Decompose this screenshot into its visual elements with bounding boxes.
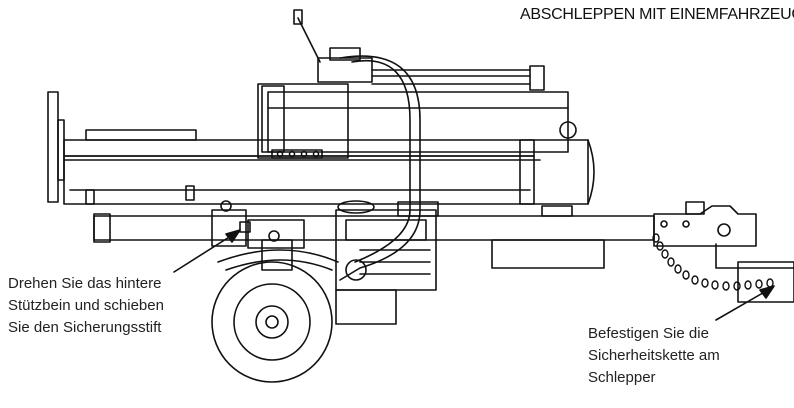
- callout-safety-chain: Befestigen Sie die Sicherheitskette am S…: [588, 323, 720, 389]
- callout-line: Stützbein und schieben: [8, 297, 164, 314]
- axle-fender: [217, 239, 339, 271]
- push-plate: [47, 91, 65, 203]
- frame-tongue: [93, 205, 655, 269]
- arrow-support-leg: [173, 229, 241, 273]
- hitch-coupler: [653, 201, 757, 247]
- wheel: [211, 261, 333, 383]
- arrow-safety-chain: [715, 285, 775, 321]
- callout-line: Sicherheitskette am: [588, 347, 720, 364]
- cylinder-bolts: [271, 149, 323, 159]
- callout-line: Befestigen Sie die: [588, 325, 709, 342]
- callout-support-leg: Drehen Sie das hintere Stützbein und sch…: [8, 273, 164, 339]
- tow-receiver: [715, 243, 794, 303]
- control-valve: [293, 9, 373, 83]
- callout-line: Drehen Sie das hintere: [8, 275, 162, 292]
- page-title: ABSCHLEPPEN MIT EINEMFAHRZEUG: [520, 6, 794, 23]
- engine: [335, 200, 439, 325]
- beam-bracket: [85, 129, 197, 205]
- callout-line: Sie den Sicherungsstift: [8, 319, 162, 336]
- main-beam: [63, 139, 595, 205]
- hydraulic-cylinder: [257, 83, 577, 159]
- support-leg: [211, 200, 305, 249]
- callout-line: Schlepper: [588, 369, 656, 386]
- hydraulic-hoses: [339, 55, 545, 281]
